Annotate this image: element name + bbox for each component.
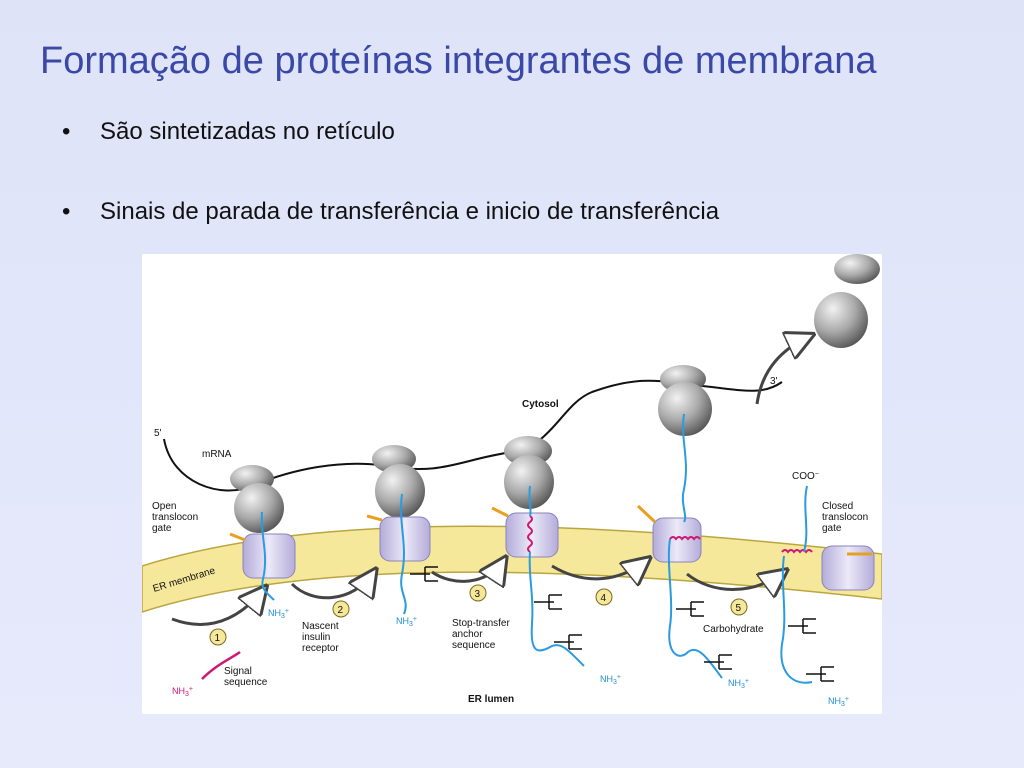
- label-closed-gate: Closed translocon gate: [822, 501, 871, 534]
- slide-title: Formação de proteínas integrantes de mem…: [40, 40, 877, 82]
- label-3prime: 3': [770, 376, 778, 387]
- stage-1: [229, 465, 296, 601]
- translocon-gate: [229, 532, 246, 542]
- svg-text:1: 1: [215, 633, 221, 644]
- membrane-protein-diagram: Cytosol 5' 3' mRNA Open translocon gate …: [142, 254, 882, 714]
- polypeptide: [260, 511, 275, 601]
- bullet-item: • Sinais de parada de transferência e in…: [62, 198, 719, 226]
- polypeptide: [400, 493, 407, 615]
- exit-arrow: [755, 336, 810, 405]
- svg-text:NH3+: NH3+: [268, 608, 289, 620]
- label-carbohydrate: Carbohydrate: [703, 624, 764, 635]
- ribosome-large-subunit: [234, 483, 284, 533]
- svg-text:NH3+: NH3+: [828, 696, 849, 708]
- ribosome-large-subunit: [375, 464, 425, 518]
- carbohydrate-icon: [788, 618, 834, 682]
- translocon-gate: [491, 506, 509, 518]
- bullet-item: • São sintetizadas no retículo: [62, 118, 719, 146]
- stage-3: [491, 436, 585, 667]
- bullet-marker: •: [62, 198, 71, 225]
- label-signal-sequence: Signal sequence: [224, 666, 268, 688]
- svg-text:NH3+: NH3+: [172, 686, 193, 698]
- step-arrow: [171, 589, 264, 626]
- polypeptide: [780, 485, 813, 684]
- stage-5: [780, 485, 875, 684]
- carbohydrate-icon: [676, 601, 732, 670]
- translocon: [379, 516, 431, 562]
- polypeptide: [681, 413, 687, 523]
- polypeptide: [528, 485, 585, 667]
- svg-text:NH3+: NH3+: [728, 678, 749, 690]
- nh3-labels: NH3+ NH3+ NH3+ NH3+ NH3+ NH3+: [172, 608, 849, 708]
- bullet-text: Sinais de parada de transferência e inic…: [100, 198, 720, 225]
- ribosome-large-subunit: [658, 382, 712, 436]
- stage-2: [366, 445, 438, 615]
- translocon: [652, 517, 702, 563]
- released-ribosome-small: [834, 254, 880, 284]
- svg-text:4: 4: [601, 593, 607, 604]
- stage-4: [636, 365, 732, 679]
- step-arrow: [686, 572, 784, 590]
- svg-text:3: 3: [475, 589, 481, 600]
- translocon-gate: [366, 514, 383, 522]
- released-ribosome-large: [814, 292, 868, 348]
- svg-text:2: 2: [338, 605, 344, 616]
- signal-sequence-strand: [201, 650, 241, 680]
- label-stop-transfer: Stop-transfer anchor sequence: [452, 618, 513, 651]
- polypeptide: [667, 538, 723, 679]
- label-mrna: mRNA: [202, 449, 232, 460]
- label-open-gate: Open translocon gate: [152, 501, 201, 534]
- translocon: [505, 512, 559, 558]
- translocon: [242, 533, 296, 579]
- stop-transfer-helix: [669, 536, 701, 541]
- bullet-list: • São sintetizadas no retículo • Sinais …: [62, 118, 719, 226]
- label-er-lumen: ER lumen: [468, 694, 514, 705]
- step-arrow: [551, 560, 647, 579]
- stop-transfer-helix: [527, 515, 533, 553]
- translocon: [821, 545, 875, 591]
- carbohydrate-icon: [410, 566, 438, 582]
- translocon-gate: [636, 504, 657, 524]
- label-coo: COO−: [792, 471, 819, 482]
- ribosome-large-subunit: [504, 455, 554, 509]
- label-cytosol: Cytosol: [522, 399, 559, 410]
- step-markers: 1 2 3 4 5: [209, 584, 748, 646]
- svg-text:NH3+: NH3+: [600, 674, 621, 686]
- carbohydrate-icon: [534, 594, 582, 650]
- label-nascent: Nascent insulin receptor: [302, 621, 341, 654]
- svg-text:5: 5: [736, 603, 742, 614]
- stop-transfer-helix: [781, 549, 813, 554]
- bullet-text: São sintetizadas no retículo: [100, 118, 395, 145]
- step-arrow: [431, 560, 504, 581]
- step-arrow: [290, 572, 374, 598]
- label-5prime: 5': [154, 428, 162, 439]
- bullet-marker: •: [62, 118, 71, 145]
- svg-text:NH3+: NH3+: [396, 616, 417, 628]
